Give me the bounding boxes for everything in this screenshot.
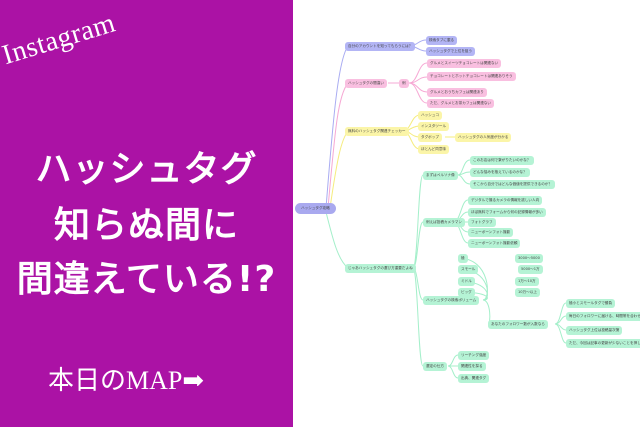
headline-line-3: 間違えている!?: [16, 259, 277, 300]
volume-node[interactable]: ビッグ: [458, 288, 475, 297]
mindmap-root-node[interactable]: ハッシュタグ攻略: [295, 203, 336, 214]
brand-label: Instagram: [0, 7, 120, 72]
leaf-node[interactable]: ニューボーンフォト撮影: [468, 228, 514, 237]
leaf-node[interactable]: グルメとおうちカフェは関連あり: [427, 88, 487, 97]
volume-node[interactable]: 極: [458, 254, 468, 263]
volume-node[interactable]: ミドル: [458, 277, 475, 286]
leaf-node[interactable]: ニューボーンフォト撮影依頼: [468, 239, 521, 248]
leaf-node[interactable]: デジタルで撮るカメラの情報を欲しい人向: [468, 196, 543, 205]
volume-value[interactable]: 10万〜以上: [515, 288, 540, 297]
sub-node[interactable]: 選定の仕方: [423, 362, 447, 371]
leaf-node[interactable]: チョコレートとホットチョコレートは関連ありそう: [427, 72, 516, 81]
map-cta: 本日のMAP➡: [48, 366, 205, 395]
leaf-node[interactable]: 毎日のフォロワーに届ける、時間帯を合わせ反映する！: [566, 312, 640, 321]
leaf-node[interactable]: 関連性を探る: [458, 362, 486, 371]
leaf-node[interactable]: 検索タブに載る: [426, 36, 458, 45]
headline-line-2: 知らぬ間に: [53, 205, 239, 246]
leaf-node[interactable]: どんな悩みを抱えているのかな？: [470, 168, 530, 177]
volume-node[interactable]: スモール: [458, 265, 479, 274]
leaf-node[interactable]: タグポップ: [418, 133, 442, 142]
leaf-node[interactable]: ほとんど同意味: [418, 145, 450, 154]
sub-node[interactable]: 例えば投稿カメラマン: [423, 218, 465, 227]
sub-node[interactable]: まずはペルソナ像: [423, 171, 458, 180]
note-node[interactable]: ハッシュタグの人気度が分かる: [455, 133, 512, 142]
leaf-node[interactable]: 極小とスモールタグで勝負: [566, 299, 616, 308]
branch-node[interactable]: じゃあハッシュタグの選び方重要だよね: [345, 264, 416, 273]
volume-value[interactable]: 5000〜1万: [518, 265, 543, 274]
leaf-node[interactable]: 出典、関連タグ: [458, 374, 490, 383]
leaf-node[interactable]: フォトグラフ: [468, 218, 496, 227]
leaf-node[interactable]: グルメとスイーツチョコレートは関連ない: [427, 59, 502, 68]
branch-node[interactable]: 自分のアカウントを知ってもらうには？: [345, 42, 416, 51]
leaf-node[interactable]: ハッシュコ: [418, 111, 442, 120]
volume-value[interactable]: 1万〜10万: [515, 277, 539, 286]
headline-line-1: ハッシュタグ: [35, 149, 258, 190]
leaf-node[interactable]: ハッシュタグで上位を狙う: [426, 47, 476, 56]
branch-node[interactable]: 無料のハッシュタグ関連チェッカー: [345, 127, 409, 136]
sub-node[interactable]: 例: [399, 79, 409, 88]
mindmap-canvas: ハッシュタグ攻略 自分のアカウントを知ってもらうには？ 検索タブに載る ハッシュ…: [293, 0, 640, 427]
volume-value[interactable]: 3000〜5000: [515, 254, 543, 263]
leaf-node[interactable]: ハッシュタグ上位は投稿量次第: [566, 326, 623, 335]
leaf-node[interactable]: このお店は何で繋がりたいのかな？: [470, 156, 534, 165]
sub-node[interactable]: ハッシュタグの検索ボリューム: [423, 296, 480, 305]
leaf-node[interactable]: インスタツール: [418, 122, 450, 131]
leaf-node[interactable]: ただ、今回は記事の更新が少ないことを押してタグ遊びを抑えて: [566, 339, 640, 348]
sub-node[interactable]: あなたのフォロワー数が入数なら: [488, 320, 548, 329]
branch-node[interactable]: ハッシュタグの間違い: [345, 79, 387, 88]
leaf-node[interactable]: リーチング強度: [458, 351, 490, 360]
leaf-node[interactable]: ただ、グルメとお茶カフェは関連ない: [427, 99, 494, 108]
leaf-node[interactable]: ほぼ無料でフォームから何の記録情報が多い: [468, 208, 546, 217]
leaf-node[interactable]: そこから自分ではどんな価値を提供できるのか？: [470, 180, 555, 189]
cover-panel: Instagram ハッシュタグ 知らぬ間に 間違えている!? 本日のMAP➡: [0, 0, 293, 427]
